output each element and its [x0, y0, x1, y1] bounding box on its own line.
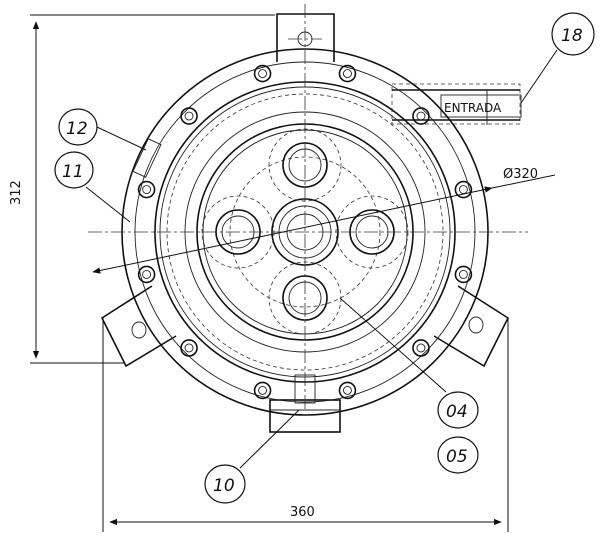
callout-18-label: 18 [561, 26, 583, 46]
dimension-height: 312 [9, 14, 275, 364]
bolt [137, 180, 156, 199]
callout-11: 11 [54, 151, 131, 223]
callout-04-label: 04 [446, 402, 468, 422]
bolt [412, 339, 430, 357]
bolt [454, 265, 473, 284]
inlet-label: ENTRADA [444, 101, 502, 115]
dimension-height-value: 312 [9, 180, 24, 205]
callout-05-label: 05 [446, 447, 468, 467]
dimension-width: 360 [102, 318, 509, 532]
callout-04: 04 [339, 297, 479, 429]
callout-10: 10 [204, 409, 300, 504]
callout-12-label: 12 [66, 119, 88, 139]
dimension-width-value: 360 [290, 505, 315, 520]
callout-12: 12 [58, 108, 147, 151]
bolt [253, 64, 272, 83]
bolt [180, 107, 198, 125]
bolt [137, 265, 156, 284]
callout-18: 18 [520, 12, 595, 104]
bolt [253, 381, 272, 400]
inlet-pipe: ENTRADA [391, 83, 522, 125]
callout-05: 05 [437, 436, 479, 474]
callout-10-label: 10 [213, 476, 235, 496]
bolt [338, 381, 357, 400]
callout-11-label: 11 [62, 162, 84, 182]
dimension-diameter-value: Ø320 [503, 167, 538, 182]
dimension-diameter: Ø320 [92, 167, 556, 274]
bolt [412, 107, 430, 125]
bolt [180, 339, 198, 357]
bolt [338, 64, 357, 83]
